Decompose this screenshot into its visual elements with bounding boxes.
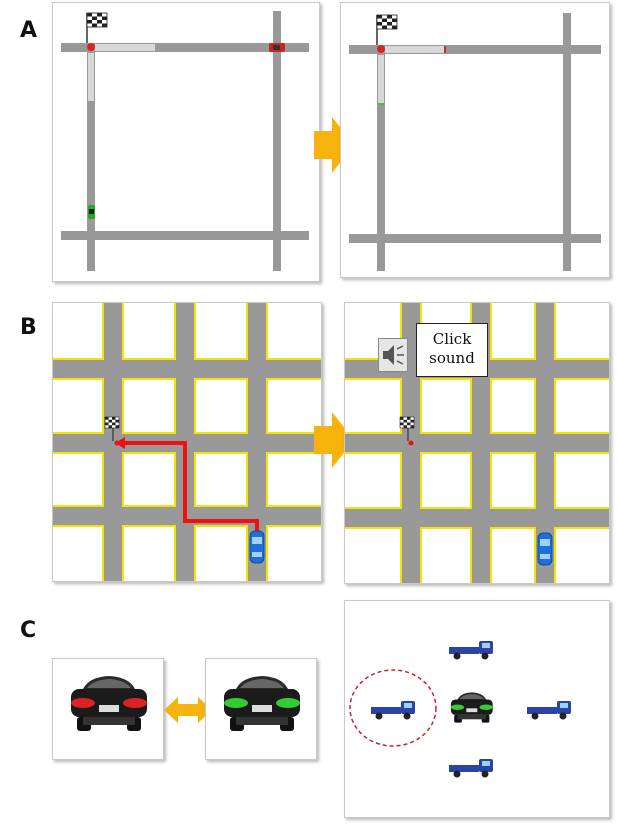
- truck-surround-scene: [349, 641, 571, 778]
- car-icon: [269, 43, 285, 52]
- car-icon: [224, 676, 300, 731]
- speaker-icon: [378, 338, 408, 372]
- section-label-c: C: [20, 618, 37, 643]
- car-rear-green: [224, 676, 300, 731]
- callout-line-2: sound: [429, 349, 475, 367]
- panel-c-red-lights: [52, 658, 164, 760]
- truck-icon: [527, 701, 571, 720]
- checkered-flag-icon: [104, 416, 120, 441]
- car-icon: [88, 205, 95, 219]
- road-map-a-before: [61, 11, 309, 271]
- panel-c-green-lights: [205, 658, 317, 760]
- checkered-flag-icon: [86, 12, 108, 43]
- road-map-a-after: [349, 13, 601, 271]
- toggle-arrow: [164, 697, 212, 723]
- car-icon: [71, 676, 147, 731]
- truck-icon: [371, 701, 415, 720]
- panel-c-trucks: [344, 600, 610, 818]
- truck-icon: [449, 759, 493, 778]
- checkered-flag-icon: [376, 14, 398, 45]
- checkered-flag-icon: [399, 416, 415, 441]
- click-sound-callout: Click sound: [416, 323, 488, 377]
- car-icon: [537, 532, 553, 566]
- transition-arrow: [314, 117, 354, 173]
- car-icon: [249, 530, 265, 564]
- section-label-b: B: [20, 315, 37, 340]
- panel-a-after: [340, 2, 610, 278]
- panel-a-before: [52, 2, 320, 282]
- callout-line-1: Click: [432, 330, 472, 348]
- road-vertical: [104, 303, 122, 581]
- road-grid-b-route: [53, 303, 321, 581]
- truck-icon: [449, 641, 493, 660]
- focus-circle: [349, 669, 437, 747]
- road-vertical: [248, 303, 266, 581]
- panel-b-route: [52, 302, 322, 582]
- car-icon: [450, 692, 493, 723]
- section-label-a: A: [20, 18, 38, 43]
- transition-arrow: [314, 412, 354, 468]
- car-rear-red: [71, 676, 147, 731]
- road-vertical: [536, 303, 554, 583]
